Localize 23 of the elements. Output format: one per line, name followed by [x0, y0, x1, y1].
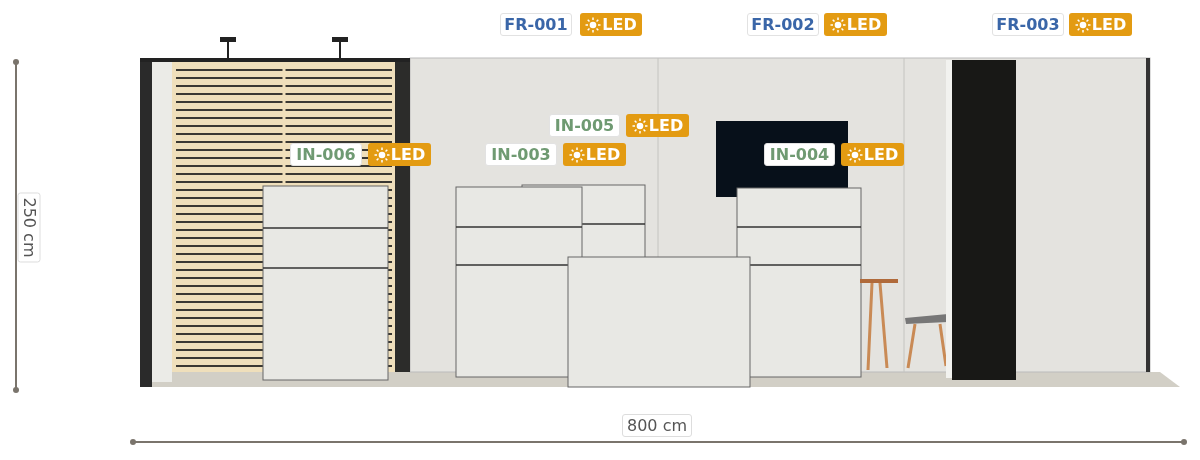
led-label: LED	[585, 145, 621, 164]
led-badge	[824, 13, 887, 36]
led-badge	[563, 143, 626, 166]
led-label: LED	[863, 145, 899, 164]
fixture-code: IN-003	[485, 143, 557, 166]
dimension-label: 800 cm	[622, 414, 692, 437]
fixture-code: IN-005	[549, 114, 620, 137]
fixture-code: FR-003	[992, 13, 1064, 36]
led-label: LED	[390, 145, 426, 164]
fixture-code: FR-001	[500, 13, 572, 36]
led-badge	[626, 114, 689, 137]
led-label: LED	[602, 15, 637, 34]
led-label: LED	[648, 116, 684, 135]
led-label: LED	[846, 15, 882, 34]
led-badge	[368, 143, 431, 166]
led-badge	[841, 143, 904, 166]
led-label: LED	[1091, 15, 1127, 34]
led-badge	[580, 13, 642, 36]
dimension-label: 250 cm	[17, 192, 41, 263]
fixture-code: FR-002	[747, 13, 819, 36]
fixture-code: IN-006	[290, 143, 362, 166]
fixture-code: IN-004	[764, 143, 835, 166]
led-badge	[1069, 13, 1132, 36]
